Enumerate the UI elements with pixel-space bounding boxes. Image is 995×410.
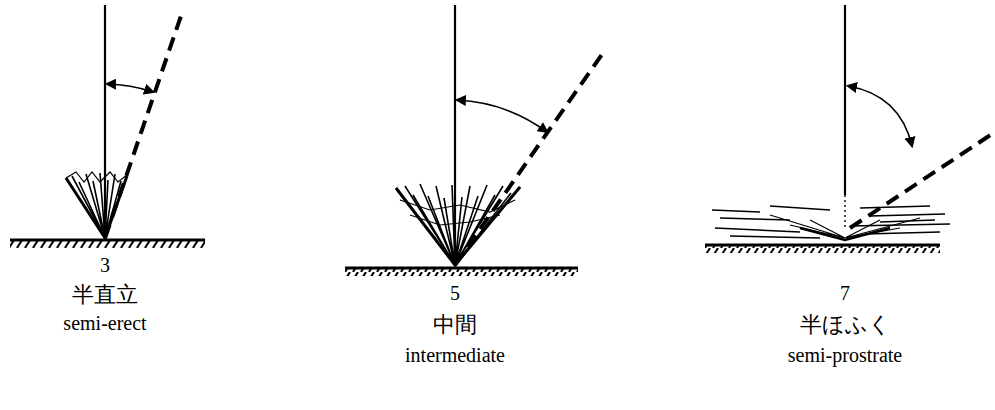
habit-label-en: semi-erect [63,312,146,335]
habit-label-ja: 半直立 [72,282,138,307]
habit-label-ja: 中間 [433,312,477,337]
habit-number: 7 [840,282,850,305]
semi-erect-figure [10,5,205,248]
intermediate-figure [345,5,605,276]
habit-label-en: semi-prostrate [788,344,902,367]
habit-label-ja: 半ほふく [800,312,891,337]
habit-number: 5 [450,282,460,305]
habit-number: 3 [100,254,110,277]
habit-label-en: intermediate [405,344,505,367]
semi-prostrate-figure [705,5,995,253]
